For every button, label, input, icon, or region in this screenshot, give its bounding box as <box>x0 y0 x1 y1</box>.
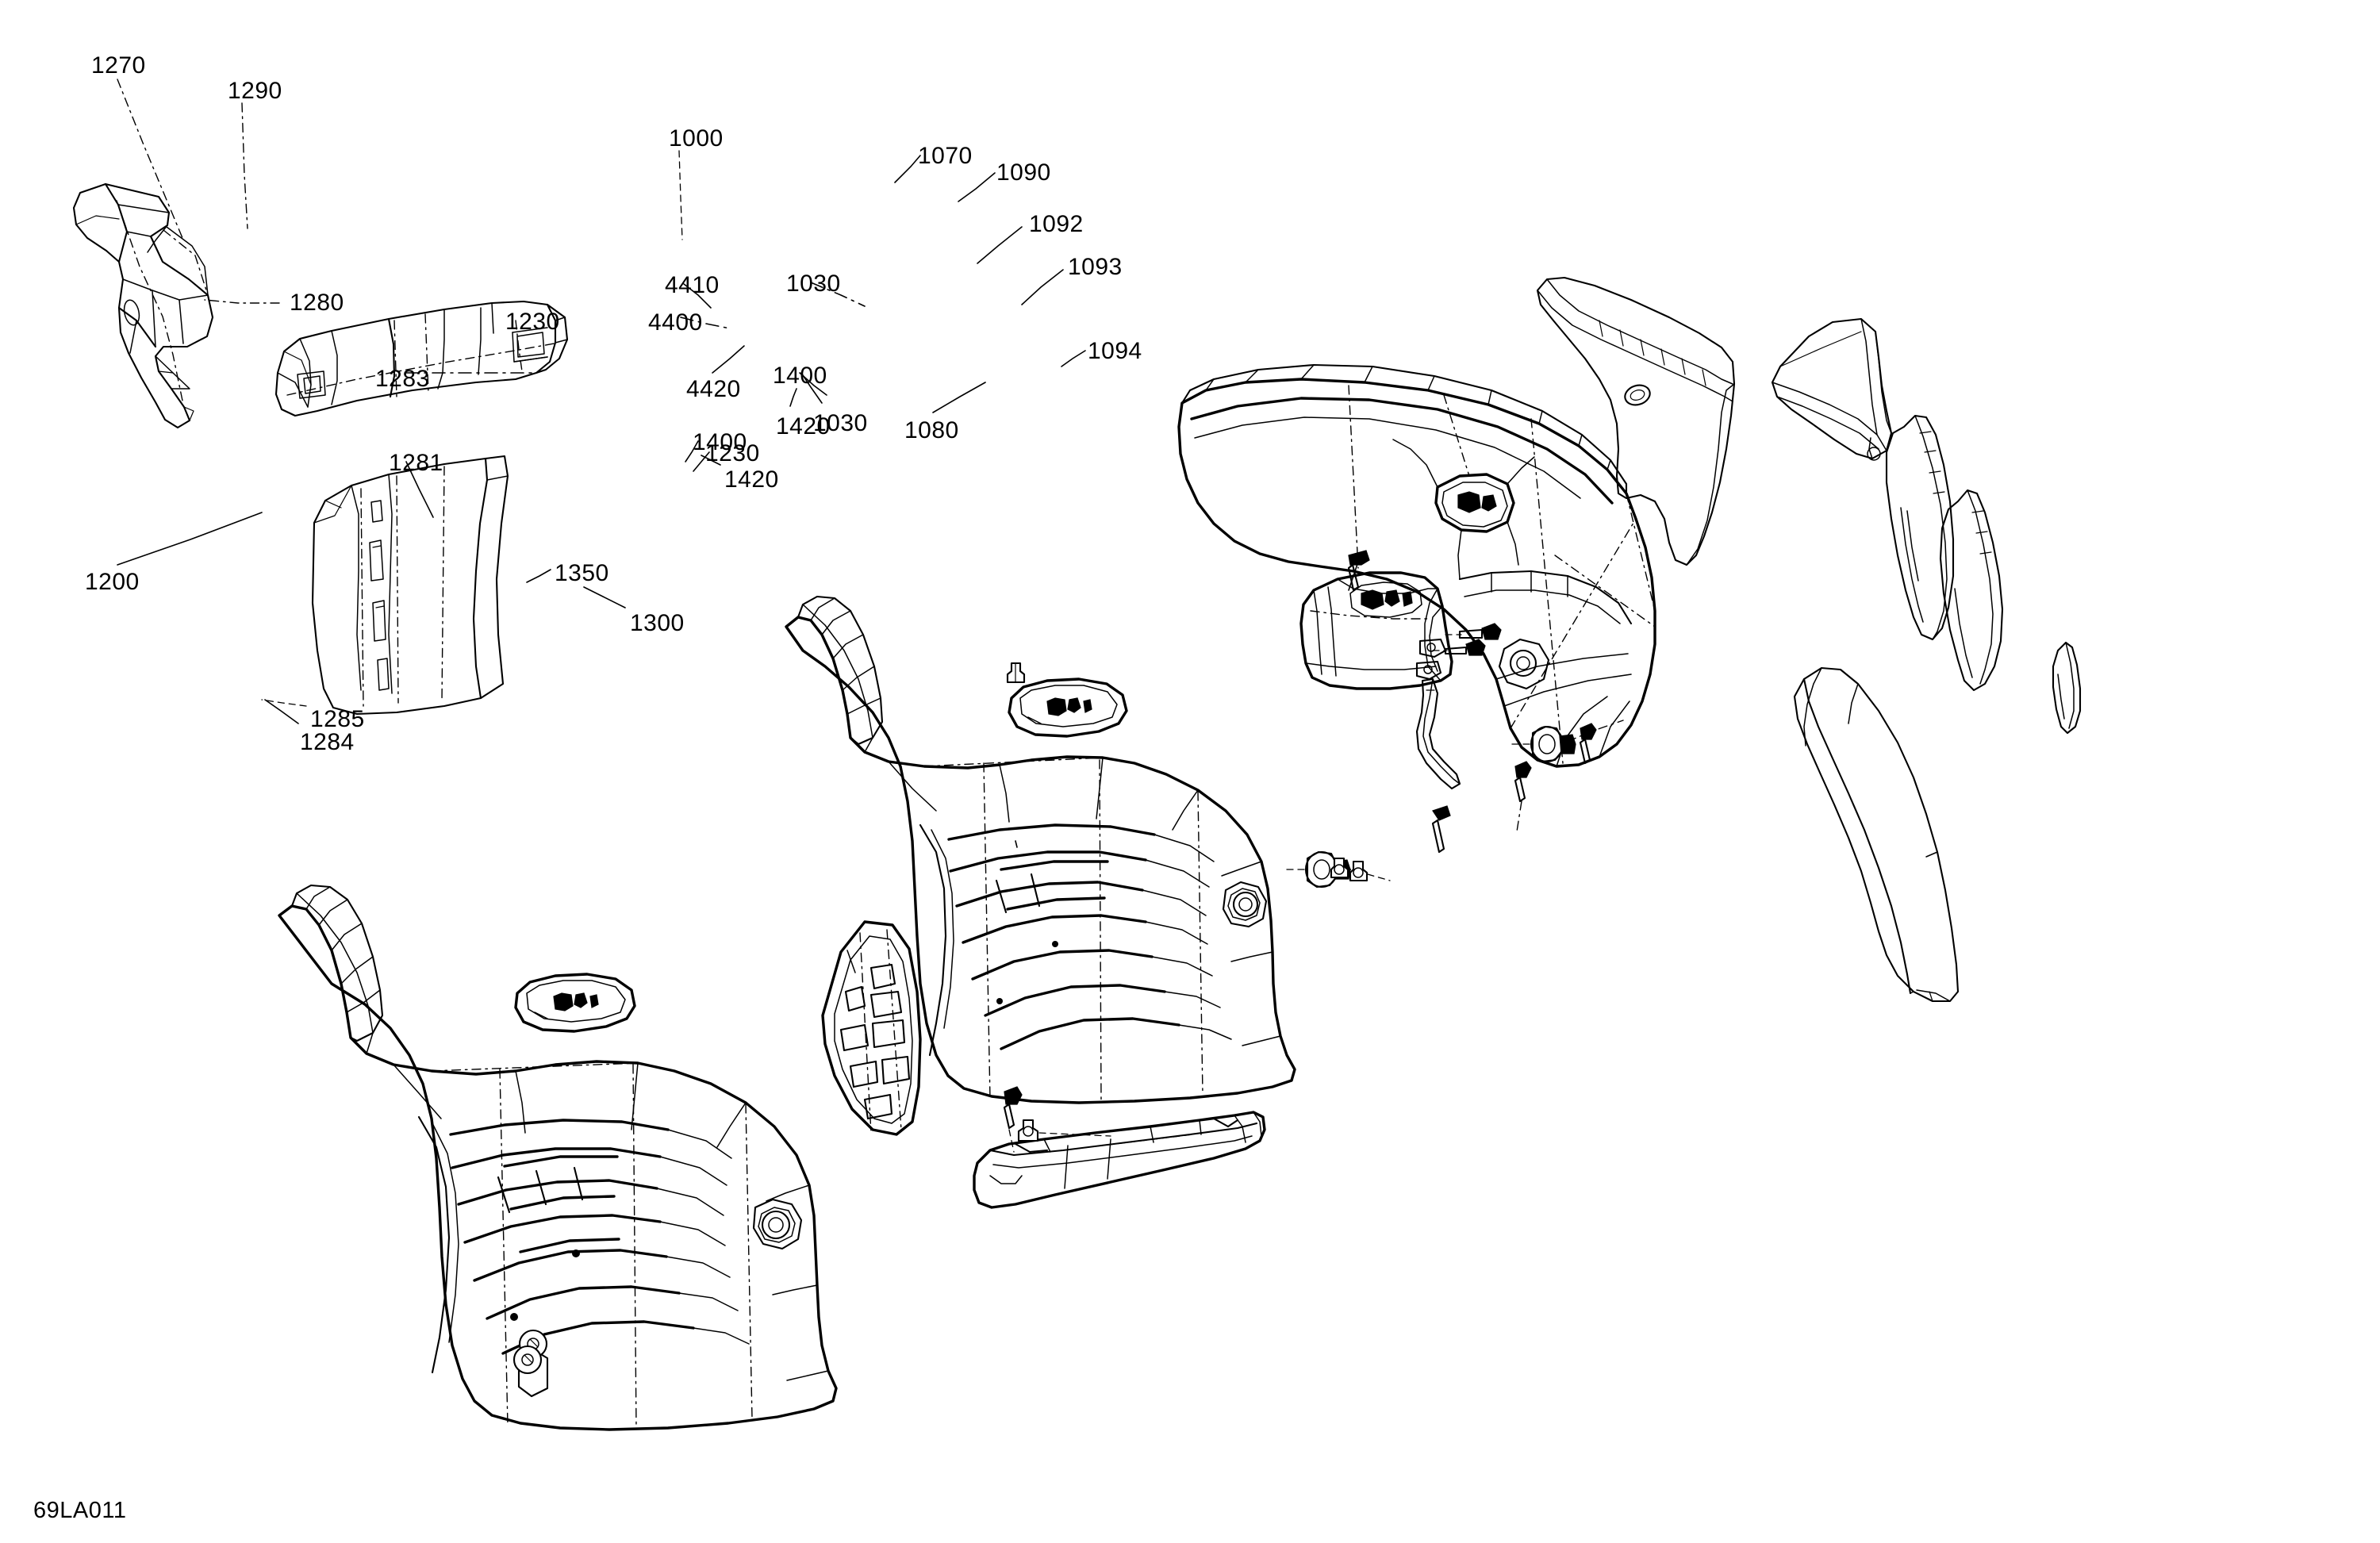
callout-1420-lower[interactable]: 1420 <box>724 466 779 493</box>
fastener-4410-push-rivet <box>1347 550 1370 592</box>
part-4420-bracket-rod <box>1415 677 1461 790</box>
leader-1094 <box>1061 350 1086 367</box>
callout-1090[interactable]: 1090 <box>996 159 1051 186</box>
leader-1280 <box>204 299 280 304</box>
leader-1400-lower <box>685 440 699 463</box>
leader-1270 <box>117 79 183 239</box>
part-1300-lower-trim-rail <box>973 1111 1266 1209</box>
part-1000-hood-assembly <box>1177 363 1656 768</box>
callout-1280[interactable]: 1280 <box>290 290 344 316</box>
leader-1285 <box>261 699 307 707</box>
leader-1420-upper <box>789 388 797 407</box>
callout-4420[interactable]: 4420 <box>686 376 741 402</box>
leader-1230-upper <box>515 320 523 372</box>
callout-4400[interactable]: 4400 <box>648 309 703 336</box>
callout-1270[interactable]: 1270 <box>91 52 146 79</box>
callout-1281[interactable]: 1281 <box>389 450 443 476</box>
callout-1070[interactable]: 1070 <box>918 143 973 169</box>
leader-4400 <box>680 317 731 329</box>
part-1070-deflector-plate <box>1536 276 1736 566</box>
leader-1093 <box>1021 269 1064 305</box>
callout-1400-lower[interactable]: 1400 <box>693 429 747 455</box>
leader-lines <box>117 79 1086 724</box>
part-1270-support-bracket <box>72 182 214 429</box>
leader-1030-upper <box>810 282 866 307</box>
callout-1400-upper[interactable]: 1400 <box>773 363 827 389</box>
part-1093-lower-blade-trim <box>1939 489 2004 692</box>
part-1092-upper-blade-trim <box>1885 414 1955 641</box>
part-1280-side-panel-insert <box>311 455 509 716</box>
callout-1030-lower[interactable]: 1030 <box>813 410 868 436</box>
callout-1092[interactable]: 1092 <box>1029 211 1084 237</box>
callout-1290[interactable]: 1290 <box>228 78 282 104</box>
leader-1284 <box>264 699 299 724</box>
leader-1092 <box>977 226 1023 264</box>
leader-1350 <box>526 569 551 583</box>
leader-1080 <box>932 382 986 413</box>
leader-1230-lower <box>693 451 710 472</box>
leader-1030-lower <box>800 372 823 404</box>
fastener-1350-screws <box>1003 1086 1111 1153</box>
fastener-1284-nut <box>512 1345 543 1375</box>
leader-1000 <box>678 150 683 240</box>
leader-4410 <box>683 283 712 309</box>
callout-1030-upper[interactable]: 1030 <box>786 271 841 297</box>
leader-1200 <box>117 512 263 566</box>
callout-1080[interactable]: 1080 <box>904 417 959 443</box>
leader-1300 <box>583 586 626 608</box>
part-1283-right-side-panel <box>785 595 1296 1104</box>
fastener-cluster-hood-right <box>1511 720 1624 832</box>
fastener-cluster-lower-center <box>1286 850 1391 889</box>
callout-1283[interactable]: 1283 <box>375 366 430 392</box>
callout-1230-upper[interactable]: 1230 <box>505 309 560 335</box>
part-1281-grille-mesh <box>821 920 922 1136</box>
callout-1300[interactable]: 1300 <box>630 610 685 636</box>
diagram-code: 69LA011 <box>33 1498 127 1523</box>
fastener-1030-screw-upper <box>1431 805 1451 854</box>
leader-1281 <box>405 461 434 518</box>
callout-1285[interactable]: 1285 <box>310 706 365 732</box>
leader-4420 <box>712 345 745 374</box>
callout-1094[interactable]: 1094 <box>1088 338 1142 364</box>
part-1094-small-blade-trim <box>2052 641 2082 735</box>
callout-1000[interactable]: 1000 <box>669 125 724 152</box>
part-1290-air-duct <box>274 300 569 417</box>
part-1090-corner-trim <box>1771 317 1893 461</box>
callout-1200[interactable]: 1200 <box>85 569 140 595</box>
callout-1284[interactable]: 1284 <box>300 729 355 755</box>
leader-1090 <box>958 172 996 202</box>
callout-4410[interactable]: 4410 <box>665 272 720 298</box>
leader-1290 <box>241 102 248 229</box>
part-1080-side-deflector <box>1793 666 1960 1003</box>
callout-1230-lower[interactable]: 1230 <box>705 440 760 466</box>
callout-1350[interactable]: 1350 <box>555 560 609 586</box>
leader-1070 <box>894 155 921 183</box>
fastener-screws-4400-side <box>1432 623 1502 656</box>
part-4400-gauge-housing <box>1299 571 1453 690</box>
leader-1420-lower <box>701 455 721 466</box>
fastener-1230-push-pin <box>1015 840 1018 848</box>
callout-1093[interactable]: 1093 <box>1068 254 1123 280</box>
callout-1420-upper[interactable]: 1420 <box>776 413 831 439</box>
part-1200-left-side-panel <box>278 884 838 1431</box>
